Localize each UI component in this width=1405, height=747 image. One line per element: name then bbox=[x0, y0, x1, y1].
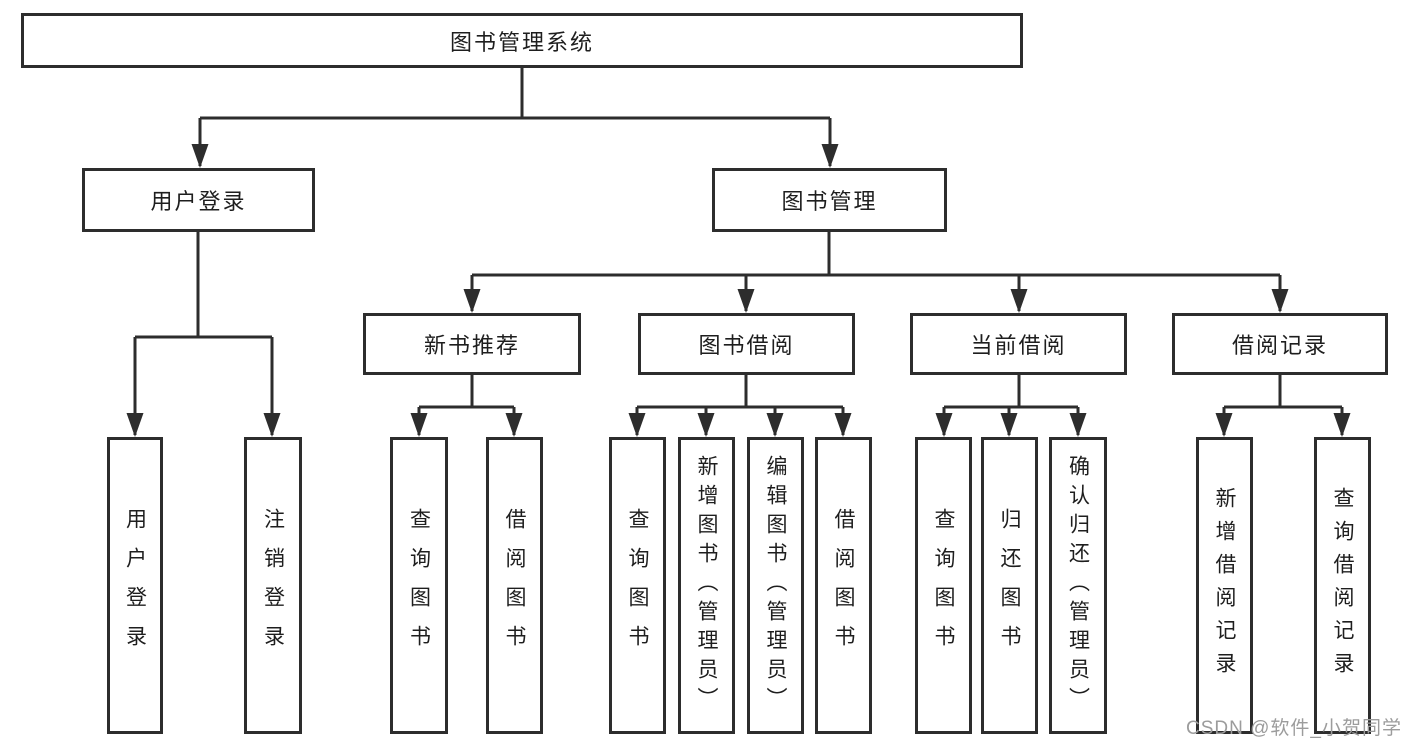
arrowhead-icon bbox=[1333, 413, 1351, 437]
leaf-logout: 注销登录 bbox=[244, 437, 302, 734]
arrowhead-icon bbox=[697, 413, 715, 437]
leaf-borrow-query-books-label: 查询图书 bbox=[626, 507, 649, 664]
arrowhead-icon bbox=[1271, 289, 1289, 313]
arrowhead-icon bbox=[263, 413, 281, 437]
leaf-borrow-add-books-label: 新增图书（管理员） bbox=[695, 455, 718, 716]
arrowhead-icon bbox=[628, 413, 646, 437]
leaf-borrow-edit-books: 编辑图书（管理员） bbox=[747, 437, 804, 734]
connector-user-login-branch bbox=[133, 232, 274, 435]
arrowhead-icon bbox=[935, 413, 953, 437]
leaf-borrow-query-books: 查询图书 bbox=[609, 437, 666, 734]
node-book-management-label: 图书管理 bbox=[781, 189, 878, 214]
leaf-records-query-record: 查询借阅记录 bbox=[1314, 437, 1371, 734]
node-current-borrowing: 当前借阅 bbox=[910, 313, 1127, 375]
node-root: 图书管理系统 bbox=[21, 13, 1023, 68]
leaf-current-return-books: 归还图书 bbox=[981, 437, 1038, 734]
leaf-borrow-add-books: 新增图书（管理员） bbox=[678, 437, 735, 734]
node-current-borrowing-label: 当前借阅 bbox=[970, 333, 1067, 358]
leaf-recommend-borrow-books: 借阅图书 bbox=[486, 437, 543, 734]
leaf-recommend-query-books: 查询图书 bbox=[390, 437, 448, 734]
arrowhead-icon bbox=[821, 144, 839, 168]
arrowhead-icon bbox=[191, 144, 209, 168]
arrowhead-icon bbox=[463, 289, 481, 313]
arrowhead-icon bbox=[1215, 413, 1233, 437]
leaf-user-login-label: 用户登录 bbox=[123, 507, 147, 664]
node-user-login-label: 用户登录 bbox=[150, 189, 247, 214]
leaf-current-return-books-label: 归还图书 bbox=[998, 507, 1021, 664]
node-book-borrowing-label: 图书借阅 bbox=[698, 333, 795, 358]
connector-lines bbox=[133, 68, 1344, 435]
node-borrowing-records-label: 借阅记录 bbox=[1231, 333, 1328, 358]
connector-book-borrowing-branch bbox=[635, 375, 845, 435]
connector-book-management-branch bbox=[470, 232, 1282, 311]
connector-borrowing-records-branch bbox=[1222, 375, 1344, 435]
arrowhead-icon bbox=[126, 413, 144, 437]
node-book-borrowing: 图书借阅 bbox=[638, 313, 855, 375]
arrowhead-icon bbox=[766, 413, 784, 437]
leaf-borrow-borrow-books: 借阅图书 bbox=[815, 437, 872, 734]
leaf-borrow-borrow-books-label: 借阅图书 bbox=[832, 507, 855, 664]
arrowhead-icon bbox=[1010, 289, 1028, 313]
node-book-management: 图书管理 bbox=[712, 168, 947, 232]
leaf-records-query-record-label: 查询借阅记录 bbox=[1331, 486, 1354, 685]
leaf-records-add-record-label: 新增借阅记录 bbox=[1213, 486, 1236, 685]
leaf-current-confirm-return-label: 确认归还（管理员） bbox=[1066, 455, 1090, 716]
leaf-records-add-record: 新增借阅记录 bbox=[1196, 437, 1253, 734]
arrowhead-icon bbox=[505, 413, 523, 437]
arrowhead-icon bbox=[410, 413, 428, 437]
node-new-book-recommend: 新书推荐 bbox=[363, 313, 581, 375]
arrowhead-icon bbox=[1000, 413, 1018, 437]
leaf-current-query-books-label: 查询图书 bbox=[932, 507, 955, 664]
node-user-login: 用户登录 bbox=[82, 168, 315, 232]
connector-new-book-recommend-branch bbox=[417, 375, 516, 435]
leaf-user-login: 用户登录 bbox=[107, 437, 163, 734]
leaf-current-query-books: 查询图书 bbox=[915, 437, 972, 734]
leaf-recommend-borrow-books-label: 借阅图书 bbox=[503, 507, 526, 664]
leaf-current-confirm-return: 确认归还（管理员） bbox=[1049, 437, 1107, 734]
arrowhead-icon bbox=[834, 413, 852, 437]
arrowheads bbox=[126, 144, 1351, 437]
arrowhead-icon bbox=[1069, 413, 1087, 437]
node-new-book-recommend-label: 新书推荐 bbox=[423, 333, 520, 358]
leaf-recommend-query-books-label: 查询图书 bbox=[407, 507, 431, 664]
leaf-logout-label: 注销登录 bbox=[261, 507, 285, 664]
node-borrowing-records: 借阅记录 bbox=[1172, 313, 1388, 375]
connector-root-branch bbox=[198, 68, 832, 166]
arrowhead-icon bbox=[737, 289, 755, 313]
leaf-borrow-edit-books-label: 编辑图书（管理员） bbox=[764, 455, 787, 716]
node-root-label: 图书管理系统 bbox=[449, 29, 594, 55]
